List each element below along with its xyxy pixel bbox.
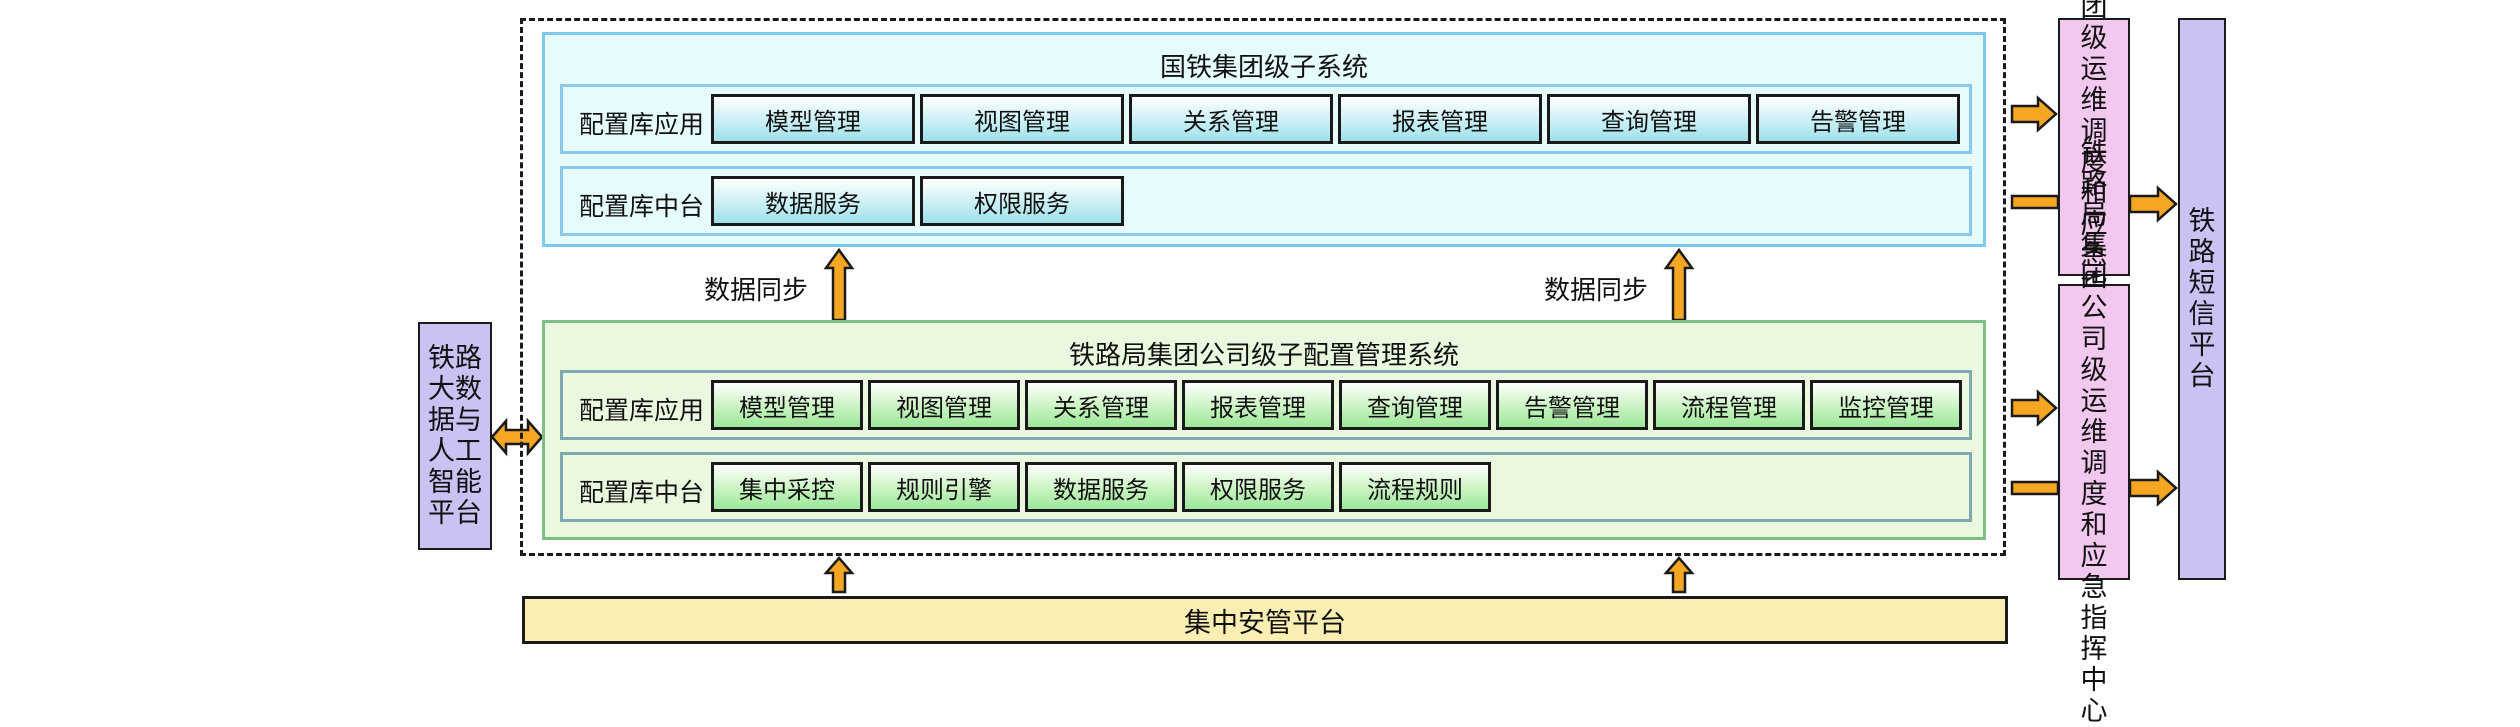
bureau-ops-center: 铁路局集团公司级运维调度和应急指挥中心 xyxy=(2058,138,2130,727)
national-app-row-label: 配置库应用 xyxy=(579,110,705,139)
right-arrow-icon xyxy=(2128,469,2178,507)
bureau-app-module[interactable]: 视图管理 xyxy=(868,380,1020,430)
up-arrow-icon xyxy=(823,556,855,594)
national-mid-module[interactable]: 权限服务 xyxy=(920,176,1124,226)
right-arrow-icon xyxy=(2010,480,2060,496)
bureau-app-row-label: 配置库应用 xyxy=(579,396,705,425)
national-mid-module[interactable]: 数据服务 xyxy=(711,176,915,226)
up-arrow-icon xyxy=(1663,556,1695,594)
big-data-ai-platform: 铁路大数据与人工智能平台 xyxy=(418,322,492,550)
bureau-app-module[interactable]: 报表管理 xyxy=(1182,380,1334,430)
bureau-mid-module[interactable]: 规则引擎 xyxy=(868,462,1020,512)
bureau-subsystem-title: 铁路局集团公司级子配置管理系统 xyxy=(1068,341,1459,371)
national-app-module[interactable]: 告警管理 xyxy=(1756,94,1960,144)
bureau-mid-module[interactable]: 权限服务 xyxy=(1182,462,1334,512)
right-arrow-icon xyxy=(2010,389,2058,427)
national-app-module[interactable]: 模型管理 xyxy=(711,94,915,144)
bureau-mid-row-label: 配置库中台 xyxy=(579,478,705,507)
up-arrow-icon xyxy=(1663,247,1695,322)
bureau-app-module[interactable]: 关系管理 xyxy=(1025,380,1177,430)
right-arrow-icon xyxy=(2128,185,2178,223)
data-sync-label-left: 数据同步 xyxy=(704,276,809,306)
bureau-mid-module[interactable]: 数据服务 xyxy=(1025,462,1177,512)
national-app-module[interactable]: 关系管理 xyxy=(1129,94,1333,144)
bureau-app-module[interactable]: 监控管理 xyxy=(1810,380,1962,430)
right-arrow-icon xyxy=(2010,194,2060,210)
system-boundary xyxy=(520,18,2006,556)
bureau-app-module[interactable]: 查询管理 xyxy=(1339,380,1491,430)
national-app-module[interactable]: 报表管理 xyxy=(1338,94,1542,144)
bureau-app-module[interactable]: 告警管理 xyxy=(1496,380,1648,430)
bureau-mid-module[interactable]: 流程规则 xyxy=(1339,462,1491,512)
national-app-module[interactable]: 视图管理 xyxy=(920,94,1124,144)
bureau-mid-module[interactable]: 集中采控 xyxy=(711,462,863,512)
national-mid-row-label: 配置库中台 xyxy=(579,192,705,221)
bureau-app-module[interactable]: 流程管理 xyxy=(1653,380,1805,430)
data-sync-label-right: 数据同步 xyxy=(1544,276,1649,306)
railway-sms-platform: 铁路短信平台 xyxy=(2178,18,2226,580)
national-app-module[interactable]: 查询管理 xyxy=(1547,94,1751,144)
security-platform: 集中安管平台 xyxy=(522,596,2008,644)
up-arrow-icon xyxy=(823,247,855,322)
bureau-app-module[interactable]: 模型管理 xyxy=(711,380,863,430)
national-subsystem-title: 国铁集团级子系统 xyxy=(1159,53,1368,83)
right-arrow-icon xyxy=(2010,95,2058,133)
